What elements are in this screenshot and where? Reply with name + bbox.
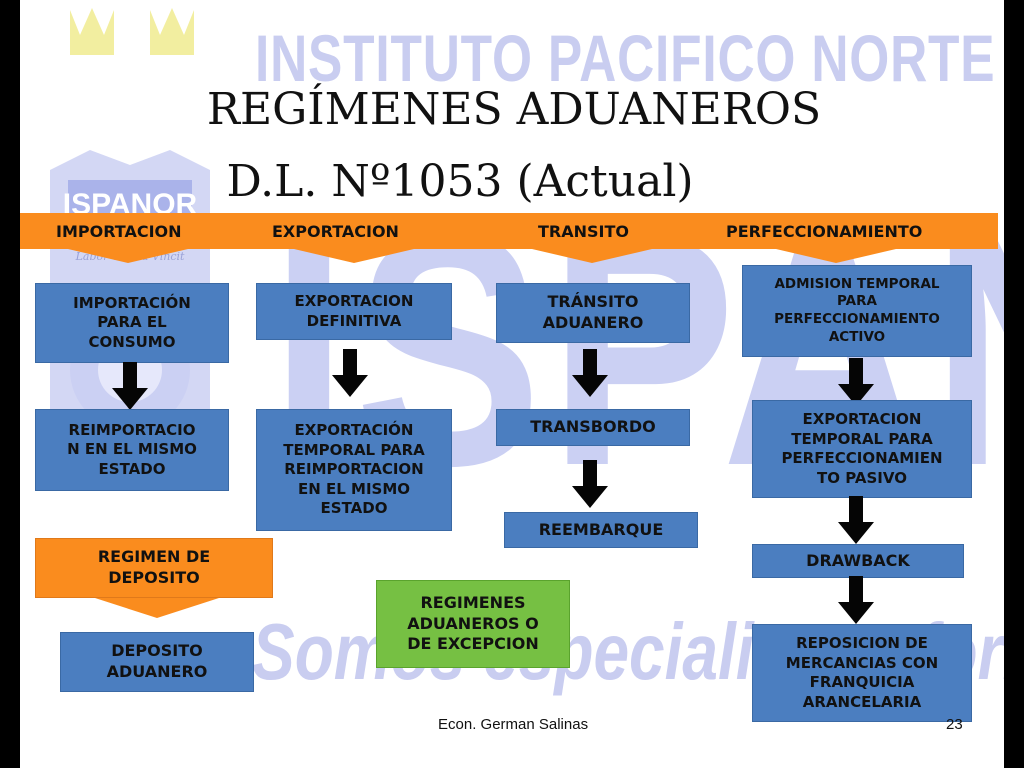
box-exportacion-temporal-pasivo: EXPORTACION TEMPORAL PARA PERFECCIONAMIE… [752, 400, 972, 498]
box-transbordo: TRANSBORDO [496, 409, 690, 446]
category-header-bar [20, 213, 998, 249]
header-pointer-exportacion [294, 249, 414, 263]
arrow-down-icon [572, 349, 608, 397]
title-line-2: D.L. Nº1053 (Actual) [226, 156, 694, 207]
box-regimen-deposito: REGIMEN DE DEPOSITO [35, 538, 273, 598]
box-importacion-consumo: IMPORTACIÓN PARA EL CONSUMO [35, 283, 229, 363]
box-drawback: DRAWBACK [752, 544, 964, 578]
box-reposicion-mercancias: REPOSICION DE MERCANCIAS CON FRANQUICIA … [752, 624, 972, 722]
box-regimenes-excepcion: REGIMENES ADUANEROS O DE EXCEPCION [376, 580, 570, 668]
deposito-pointer [95, 598, 219, 618]
header-pointer-importacion [68, 249, 188, 263]
box-deposito-aduanero: DEPOSITO ADUANERO [60, 632, 254, 692]
box-reimportacion: REIMPORTACIO N EN EL MISMO ESTADO [35, 409, 229, 491]
header-perfeccionamiento: PERFECCIONAMIENTO [726, 222, 923, 241]
box-exportacion-temporal: EXPORTACIÓN TEMPORAL PARA REIMPORTACION … [256, 409, 452, 531]
arrow-down-icon [572, 460, 608, 508]
box-transito-aduanero: TRÁNSITO ADUANERO [496, 283, 690, 343]
arrow-down-icon [112, 362, 148, 410]
crown-icons [70, 8, 194, 55]
slide: INSTITUTO PACIFICO NORTE ISPANOR Somos e… [20, 0, 1004, 768]
box-admision-temporal: ADMISION TEMPORAL PARA PERFECCIONAMIENTO… [742, 265, 972, 357]
header-exportacion: EXPORTACION [272, 222, 399, 241]
header-importacion: IMPORTACION [56, 222, 182, 241]
footer-page-number: 23 [946, 716, 963, 733]
arrow-down-icon [838, 358, 874, 406]
box-exportacion-definitiva: EXPORTACION DEFINITIVA [256, 283, 452, 340]
box-reembarque: REEMBARQUE [504, 512, 698, 548]
arrow-down-icon [332, 349, 368, 397]
arrow-down-icon [838, 496, 874, 544]
header-pointer-transito [532, 249, 652, 263]
footer-author: Econ. German Salinas [438, 716, 589, 733]
arrow-down-icon [838, 576, 874, 624]
header-transito: TRANSITO [538, 222, 629, 241]
title-line-1: REGÍMENES ADUANEROS [206, 84, 822, 135]
header-pointer-perfeccionamiento [776, 249, 896, 263]
